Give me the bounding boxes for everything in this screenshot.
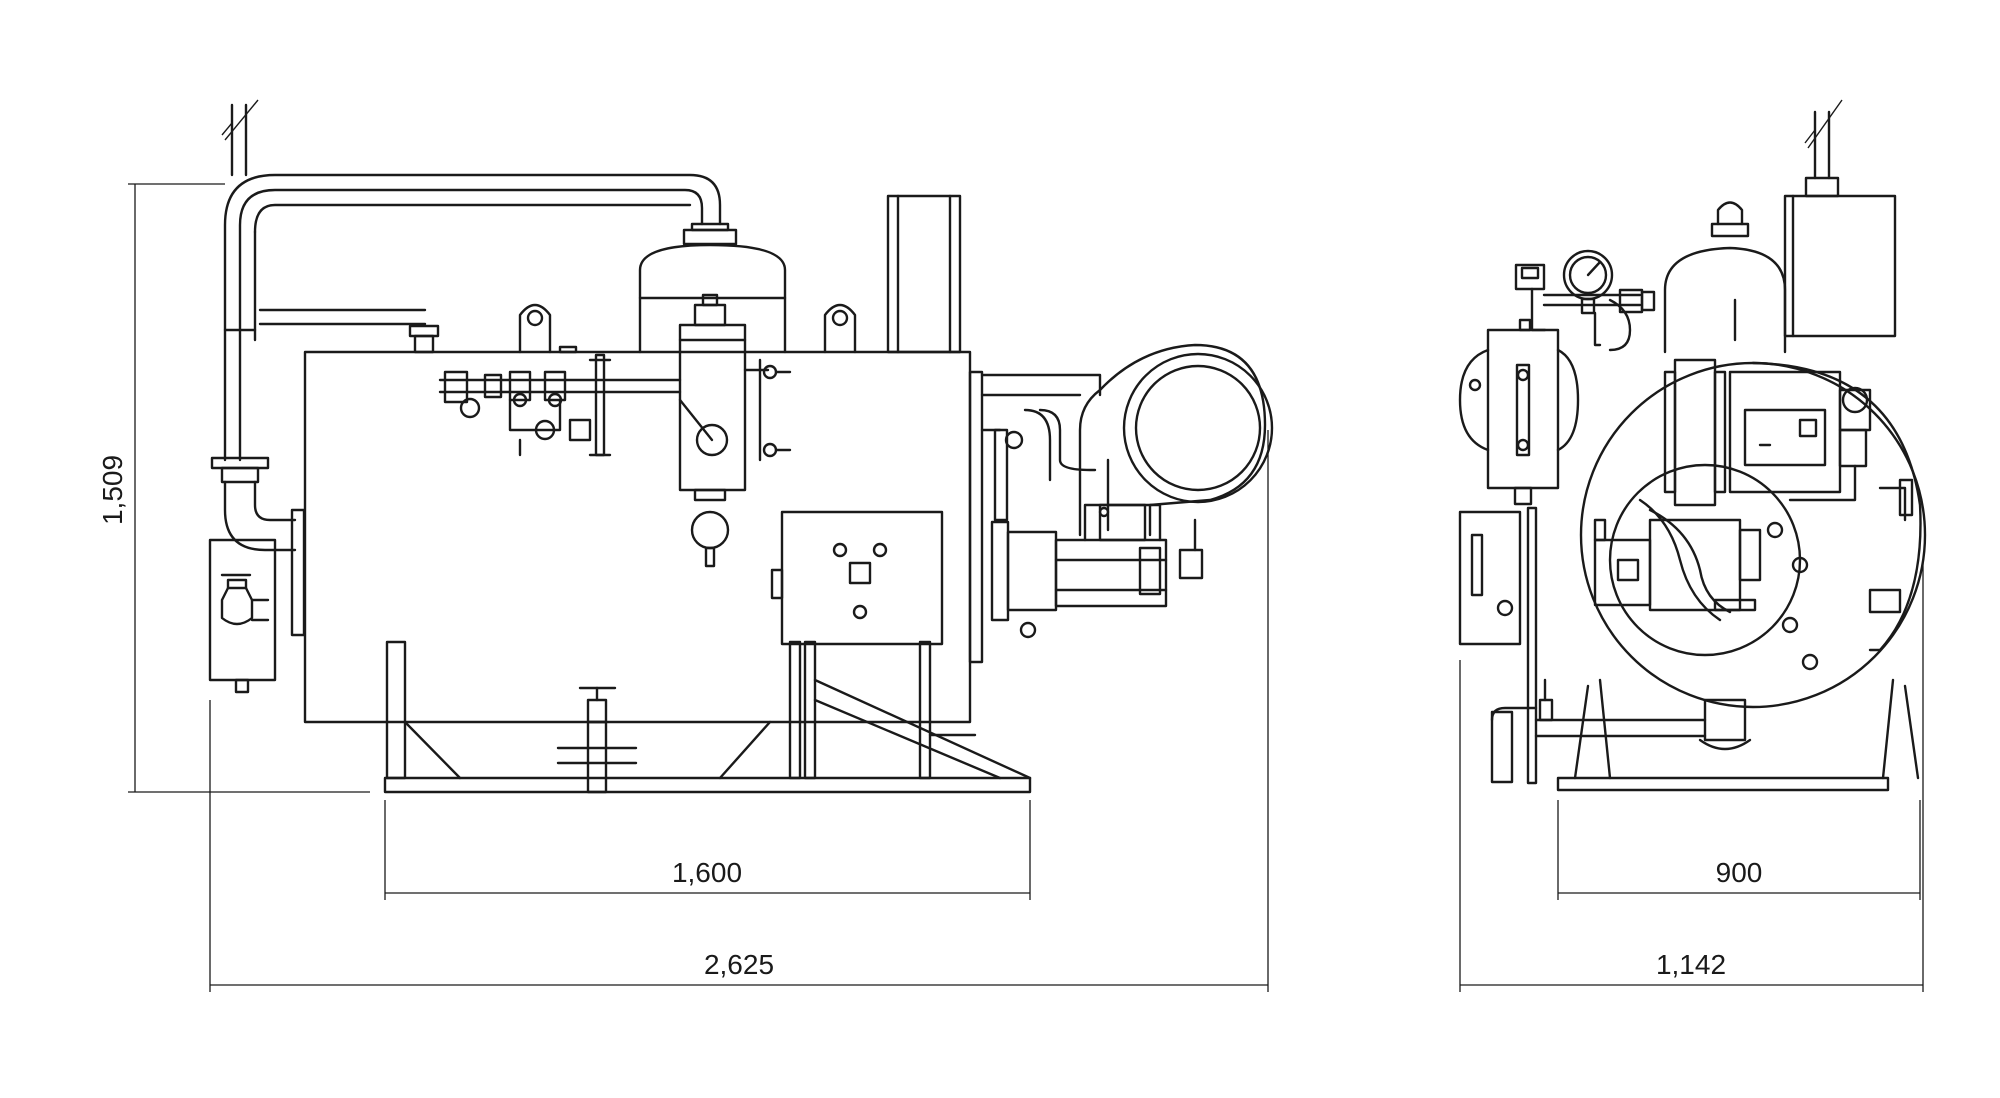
vent-pipe xyxy=(221,99,259,177)
front-fan-housing xyxy=(1728,370,1872,502)
front-steam-dome xyxy=(1663,201,1787,354)
water-column xyxy=(678,293,792,568)
height-dimension-label: 1,509 xyxy=(97,455,128,525)
lifting-lugs xyxy=(518,303,857,354)
burner-assembly xyxy=(968,370,1204,664)
pressure-gauge xyxy=(1514,249,1656,352)
side-frame-width-label: 1,600 xyxy=(672,857,742,888)
overall-length-label: 2,625 xyxy=(704,949,774,980)
front-water-column xyxy=(1458,318,1580,506)
drain-valve xyxy=(556,686,638,794)
blower-housing xyxy=(1078,343,1274,537)
feed-water-line xyxy=(438,353,682,457)
dimension-lines xyxy=(128,183,1924,992)
front-junction-box xyxy=(1458,506,1538,785)
chimney-stack xyxy=(886,194,962,354)
junction-box xyxy=(208,538,277,694)
front-shell xyxy=(1579,361,1927,709)
overall-width-label: 1,142 xyxy=(1656,949,1726,980)
front-frame-width-label: 900 xyxy=(1716,857,1763,888)
front-clamps xyxy=(1766,478,1914,671)
side-inlet-pipe xyxy=(210,456,306,637)
control-panel xyxy=(770,510,944,646)
steam-piping xyxy=(223,173,722,462)
steam-dome xyxy=(638,222,787,354)
front-base xyxy=(1490,678,1920,792)
side-view xyxy=(208,99,1274,794)
front-burner-plate xyxy=(1593,358,1922,657)
front-chimney xyxy=(1783,194,1897,338)
base-frame xyxy=(383,640,1032,794)
front-view xyxy=(1458,99,1927,792)
front-vent-pipe xyxy=(1804,99,1843,198)
